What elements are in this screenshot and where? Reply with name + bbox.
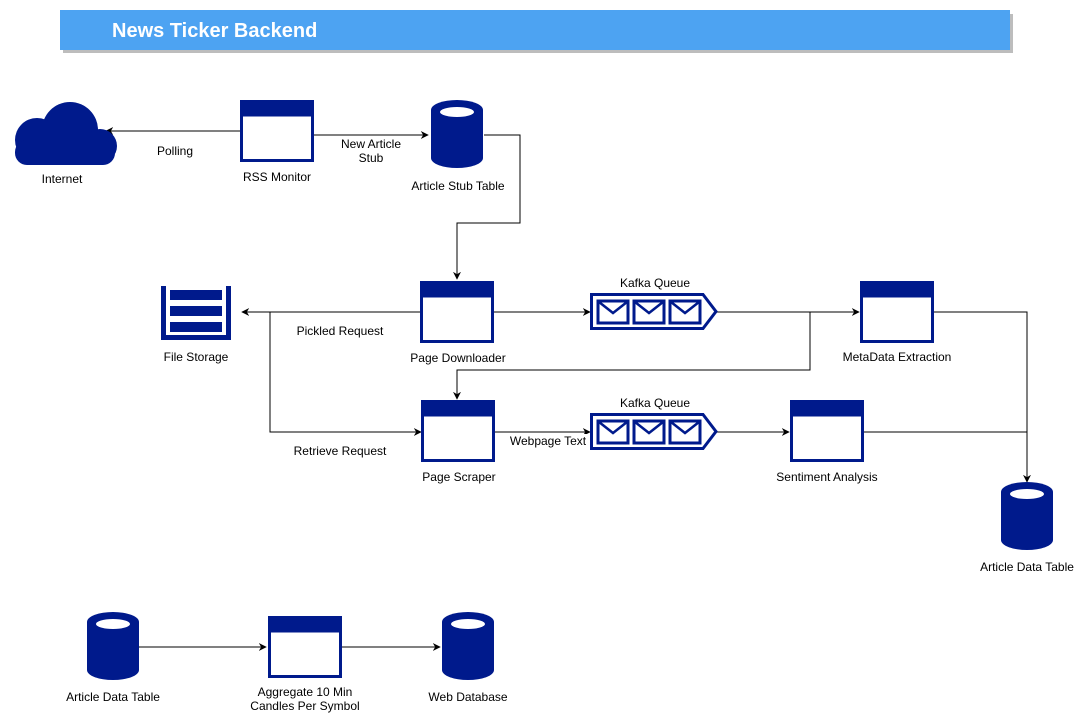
article-data-table-label: Article Data Table	[980, 560, 1074, 574]
edge-label-webpage-text-bg	[508, 434, 588, 448]
sentiment-analysis-label: Sentiment Analysis	[776, 470, 877, 484]
internet-label: Internet	[42, 172, 83, 186]
kafka-queue-2-label: Kafka Queue	[620, 396, 690, 410]
article-data-table-2-database-icon	[87, 612, 139, 680]
article-stub-table-database-icon	[431, 100, 483, 168]
sentiment-analysis-window-icon	[790, 400, 864, 462]
edge-label-polling: Polling	[157, 144, 193, 158]
aggregate-label-line-1: Aggregate 10 Min	[258, 685, 353, 699]
edge-label-new-article-stub-line-1: New Article	[341, 137, 401, 151]
edge-label-pickled-request: Pickled Request	[297, 324, 384, 338]
page-scraper-window-icon	[421, 400, 495, 462]
aggregate-window-icon	[268, 616, 342, 678]
page-downloader-window-icon	[420, 281, 494, 343]
metadata-extraction-label: MetaData Extraction	[843, 350, 952, 364]
aggregate-label-line-2: Candles Per Symbol	[250, 699, 359, 713]
web-database-icon	[442, 612, 494, 680]
metadata-extraction-window-icon	[860, 281, 934, 343]
rss-monitor-window-icon	[240, 100, 314, 162]
file-storage-label: File Storage	[164, 350, 229, 364]
article-data-table-2-label: Article Data Table	[66, 690, 160, 704]
edge-label-new-article-stub-line-2: Stub	[359, 151, 384, 165]
edge-kafka-1-to-scraper	[453, 312, 811, 400]
cloud-icon	[15, 102, 117, 165]
edge-label-retrieve-request: Retrieve Request	[294, 444, 387, 458]
kafka-queue-1-icon	[590, 293, 718, 330]
page-scraper-label: Page Scraper	[422, 470, 495, 484]
article-data-table-database-icon	[1001, 482, 1053, 550]
rss-monitor-label: RSS Monitor	[243, 170, 311, 184]
page-downloader-label: Page Downloader	[410, 351, 505, 365]
title-banner	[60, 10, 1010, 50]
edge-metadata-to-article-data	[933, 311, 1031, 483]
web-database-label: Web Database	[428, 690, 507, 704]
kafka-queue-1-label: Kafka Queue	[620, 276, 690, 290]
edge-stub-table-to-downloader	[453, 134, 521, 280]
article-stub-table-label: Article Stub Table	[411, 179, 504, 193]
file-storage-icon	[161, 286, 231, 340]
edge-file-storage-to-scraper	[269, 312, 422, 436]
diagram-title: News Ticker Backend	[112, 20, 317, 42]
kafka-queue-2-icon	[590, 413, 718, 450]
edge-label-webpage-text: Webpage Text	[510, 434, 587, 448]
